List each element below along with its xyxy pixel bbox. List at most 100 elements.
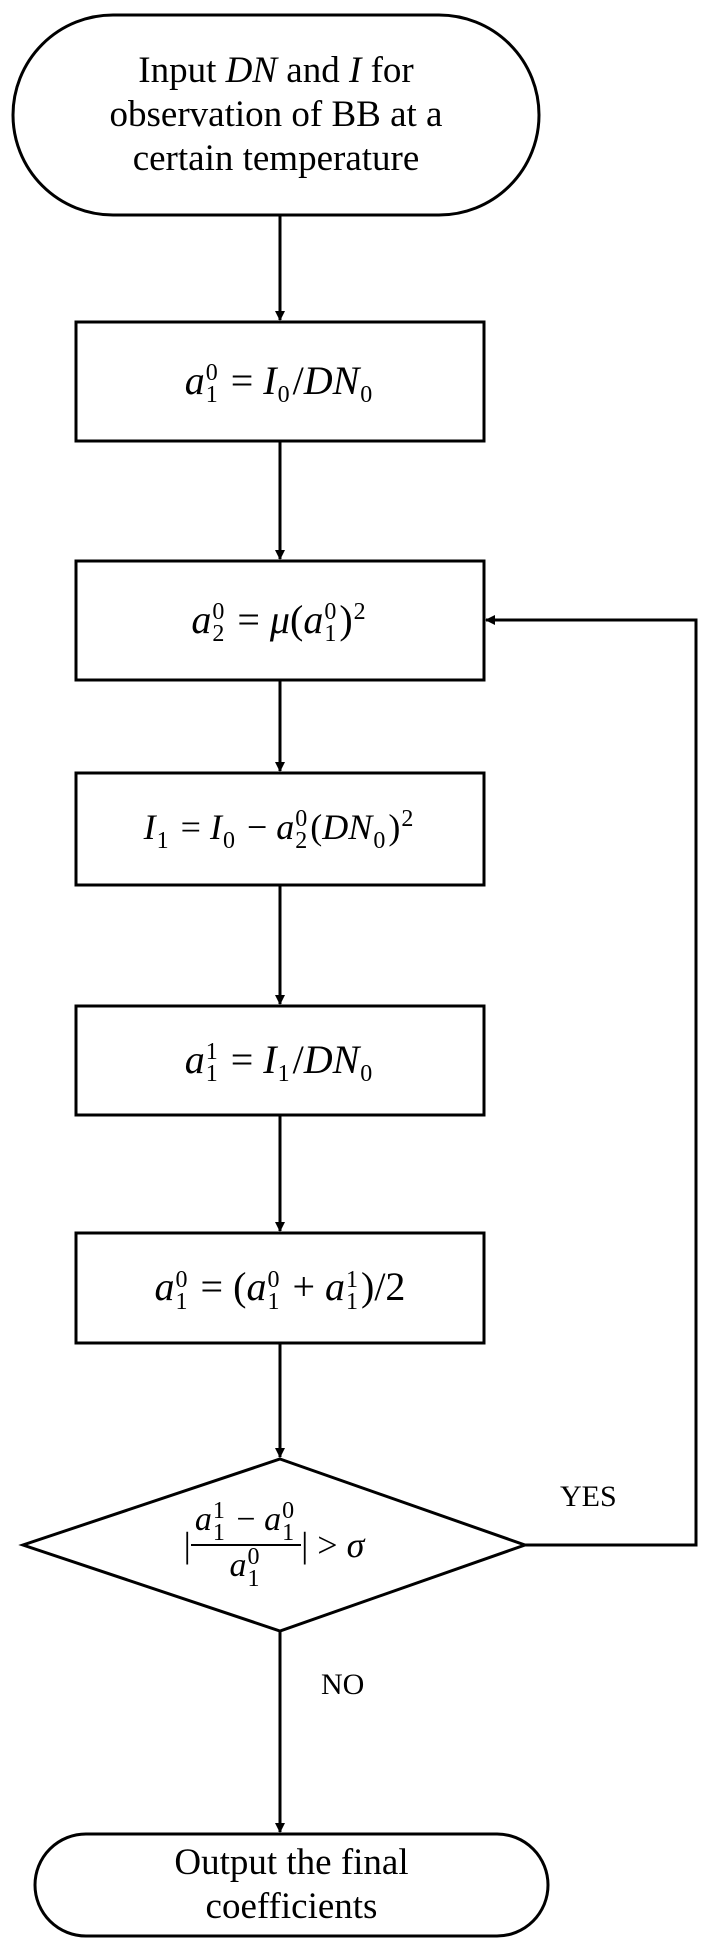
- math-operator: −: [227, 1500, 265, 1538]
- script: 0: [373, 808, 386, 855]
- superscript: [278, 1041, 290, 1063]
- subscript: 1: [156, 828, 169, 855]
- math-operator: (: [289, 596, 304, 642]
- end-line-1: Output the final: [174, 1842, 409, 1883]
- end-terminal: Output the final coefficients: [35, 1834, 548, 1936]
- sigma-symbol: σ: [346, 1525, 365, 1565]
- subscript: [354, 623, 366, 645]
- superscript: 2: [353, 599, 366, 626]
- subscript: 1: [212, 1520, 225, 1546]
- subscript: 0: [373, 828, 386, 855]
- script: 1: [156, 808, 169, 855]
- superscript: [360, 1041, 372, 1063]
- subscript: 1: [205, 1061, 218, 1088]
- math-symbol: a: [276, 806, 295, 847]
- math-symbol: a: [303, 596, 324, 642]
- superscript: 0: [267, 1266, 280, 1293]
- math-symbol: DN: [303, 357, 360, 403]
- math-symbol: a: [264, 1500, 282, 1538]
- script: 0: [277, 362, 290, 409]
- start-line-1: Input DN and I for: [138, 49, 413, 93]
- math-operator: )/2: [361, 1264, 406, 1310]
- yes-label: YES: [560, 1480, 617, 1513]
- arrow-decision-yes-loop: [485, 615, 698, 1547]
- superscript: 0: [175, 1266, 188, 1293]
- math-operator: +: [282, 1264, 325, 1310]
- start-text: for: [361, 50, 414, 91]
- start-line-2: observation of BB at a: [109, 94, 443, 135]
- superscript: 0: [212, 599, 225, 626]
- math-symbol: I: [209, 806, 222, 847]
- script: 2: [353, 599, 366, 645]
- abs-bar-left: |: [183, 1525, 191, 1565]
- math-operator: =: [220, 1036, 264, 1082]
- abs-bar-right-greater: | >: [301, 1525, 347, 1565]
- math-operator: =: [220, 357, 264, 403]
- math-symbol: a: [194, 1500, 212, 1538]
- math-symbol: a: [325, 1264, 345, 1310]
- math-operator: /: [292, 357, 304, 403]
- superscript: 0: [247, 1544, 260, 1570]
- start-text: Input: [138, 50, 226, 91]
- math-symbol: μ: [269, 596, 290, 642]
- start-terminal: Input DN and I for observation of BB at …: [13, 15, 539, 215]
- superscript: [157, 808, 169, 830]
- subscript: 1: [267, 1288, 280, 1315]
- i-symbol: I: [348, 50, 362, 91]
- math-operator: −: [237, 806, 277, 847]
- subscript: [401, 830, 413, 852]
- subscript: 0: [277, 382, 290, 409]
- math-operator: ): [339, 596, 353, 642]
- subscript: 0: [360, 1061, 373, 1088]
- script: 1: [277, 1041, 290, 1088]
- subscript: 1: [324, 621, 337, 648]
- subscript: 0: [360, 382, 373, 409]
- math-symbol: a: [184, 357, 205, 403]
- start-terminal-shape: [11, 13, 541, 217]
- end-terminal-shape: [33, 1832, 550, 1938]
- subscript: 1: [277, 1061, 290, 1088]
- superscript: 0: [324, 599, 337, 626]
- superscript: [223, 808, 235, 830]
- subscript: 0: [222, 828, 235, 855]
- dn-symbol: DN: [225, 50, 278, 91]
- superscript: 1: [205, 1039, 218, 1066]
- math-operator: ): [388, 806, 401, 847]
- start-line-3: certain temperature: [132, 138, 420, 179]
- superscript: 0: [282, 1498, 295, 1524]
- math-operator: (: [310, 806, 323, 847]
- superscript: 0: [205, 360, 218, 387]
- superscript: [373, 808, 385, 830]
- math-symbol: DN: [322, 806, 373, 847]
- math-symbol: a: [184, 1036, 205, 1082]
- start-text: and: [277, 50, 349, 91]
- superscript: 0: [295, 806, 308, 833]
- subscript: 1: [175, 1288, 188, 1315]
- script: 0: [222, 808, 235, 855]
- script: 2: [401, 807, 413, 852]
- subscript: 1: [346, 1288, 358, 1315]
- script: 0: [360, 362, 373, 409]
- math-operator: =: [227, 596, 270, 642]
- math-symbol: a: [191, 596, 212, 642]
